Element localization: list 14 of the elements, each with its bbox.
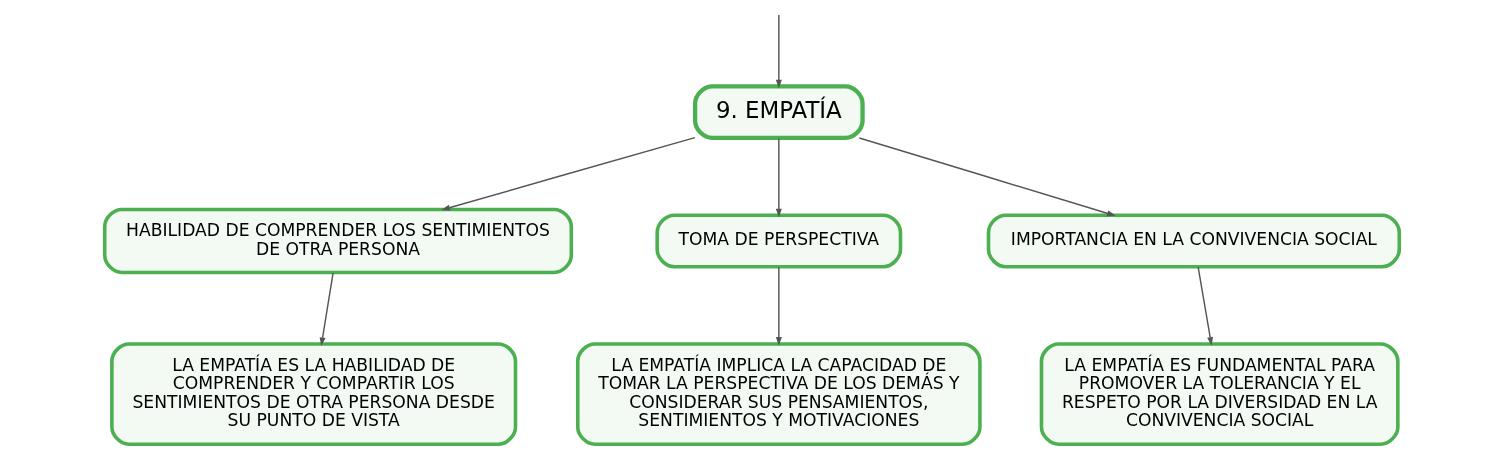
arrow [319,272,334,347]
node-box: LA EMPATÍA IMPLICA LA CAPACIDAD DE TOMAR LA PERSPECTIVA DE LOS DEMÁS Y CONSIDERAR SUS PENSAMIENTOS, SENTIMIENTOS Y MOTIVACIONES [575,342,982,446]
node-box: LA EMPATÍA ES LA HABILIDAD DE COMPRENDER Y COMPARTIR LOS SENTIMIENTOS DE OTRA PERSONA DESDE SU PUNTO DE VISTA [110,342,518,446]
arrow [858,137,1116,217]
arrow [1197,266,1214,346]
node-box: HABILIDAD DE COMPRENDER LOS SENTIMIENTOS DE OTRA PERSONA [102,207,574,275]
arrow [775,266,782,346]
arrow [775,137,782,218]
arrow [775,14,782,89]
node-box: IMPORTANCIA EN LA CONVIVENCIA SOCIAL [986,213,1402,269]
node-box: TOMA DE PERSPECTIVA [655,213,903,269]
arrow [441,136,696,211]
node-box: 9. EMPATÍA [692,84,865,141]
node-box: LA EMPATÍA ES FUNDAMENTAL PARA PROMOVER LA TOLERANCIA Y EL RESPETO POR LA DIVERSIDAD EN LA CONVIVENCIA SOCIAL [1039,342,1400,446]
